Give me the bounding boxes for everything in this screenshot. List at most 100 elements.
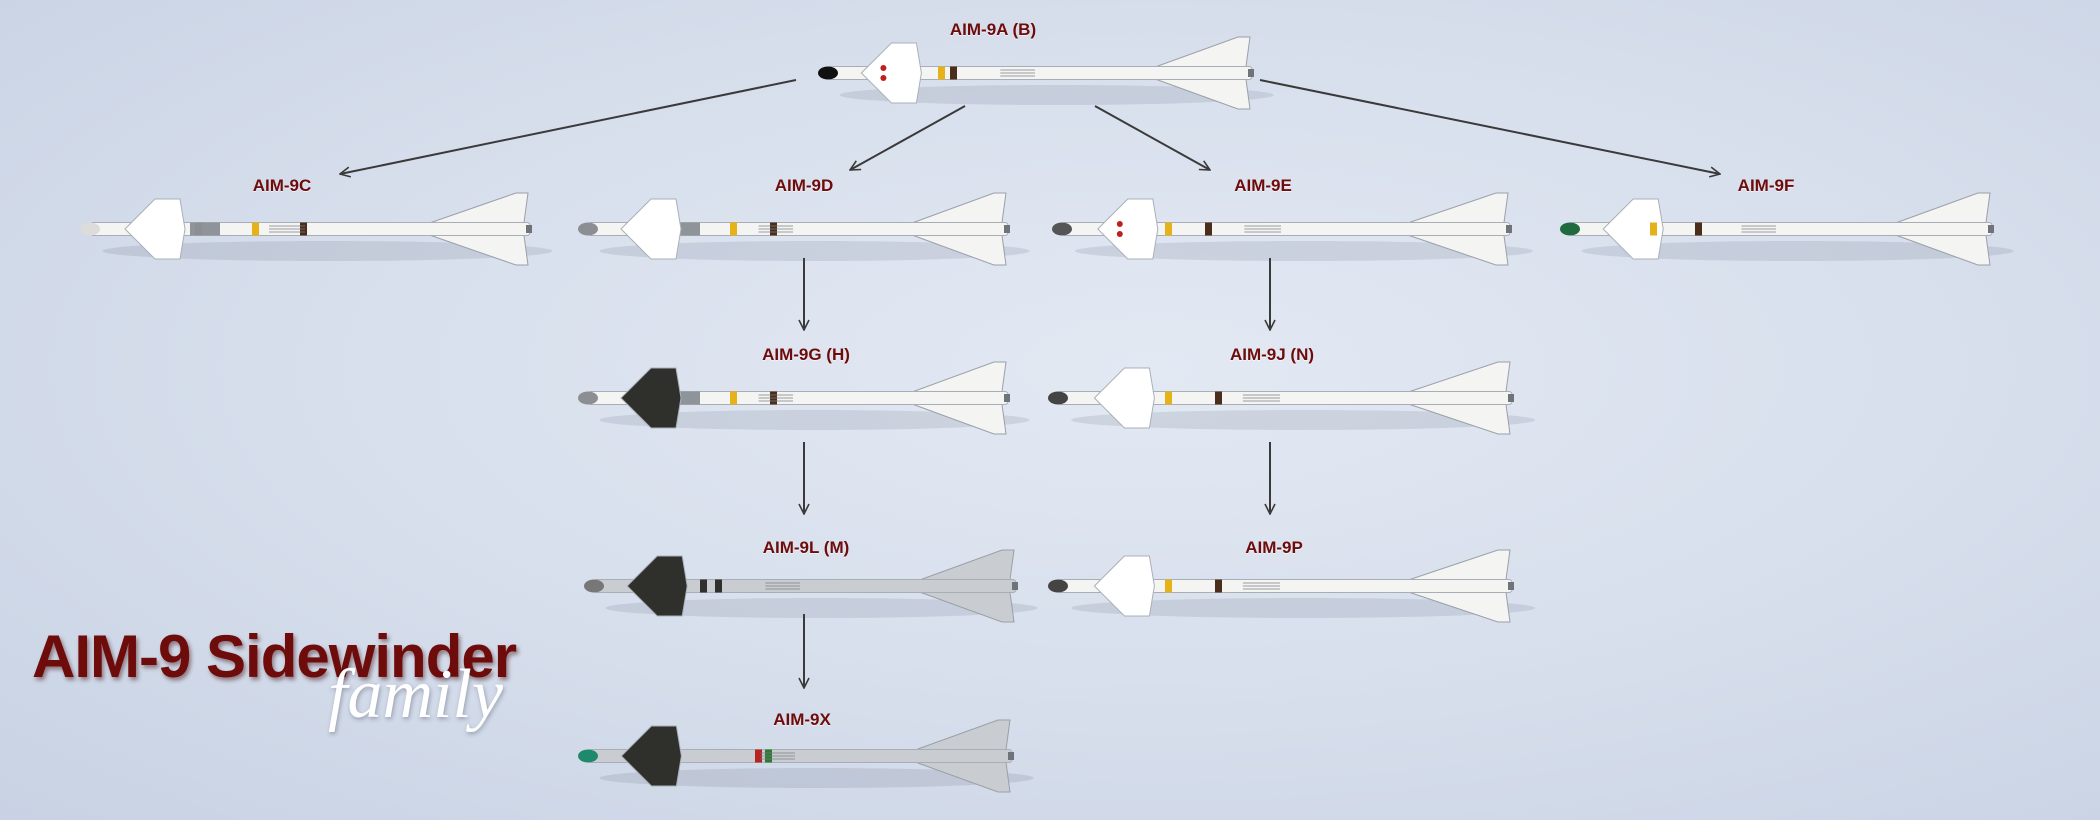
missile-aim-9j-band-1: [1165, 391, 1172, 405]
missile-aim-9p-band-2: [1215, 579, 1222, 593]
missile-aim-9d: [578, 192, 1030, 266]
missile-aim-9l-nozzle: [1012, 582, 1018, 590]
missile-aim-9e-shadow: [1074, 241, 1533, 261]
missile-aim-9x: [578, 719, 1034, 793]
label-aim-9p: AIM-9P: [1245, 538, 1303, 557]
missile-aim-9x-fin-top: [916, 719, 1011, 750]
missile-aim-9d-shadow: [599, 241, 1030, 261]
missile-aim-9f-seeker: [1560, 222, 1580, 236]
missile-aim-9e-seeker: [1052, 222, 1072, 236]
missile-aim-9a-red-mark-top: [880, 65, 887, 71]
missile-aim-9c-shadow: [102, 241, 553, 261]
missile-aim-9p-shadow: [1071, 598, 1536, 618]
lineage-arrows: [340, 79, 1720, 688]
missile-aim-9a: [818, 36, 1274, 110]
label-aim-9d: AIM-9D: [774, 176, 834, 195]
missile-aim-9g-nozzle: [1004, 394, 1010, 402]
label-aim-9a: AIM-9A (B): [949, 20, 1037, 39]
missile-aim-9f-canards: [1602, 198, 1664, 260]
label-aim-9l: AIM-9L (M): [762, 538, 850, 557]
missile-aim-9f-nozzle: [1988, 225, 1994, 233]
diagram-title: AIM-9 Sidewinder: [32, 623, 517, 690]
missile-aim-9f: [1560, 192, 2014, 266]
missile-aim-9c-band-1: [195, 222, 202, 236]
missile-aim-9j-seeker: [1048, 391, 1068, 405]
arrow-9a-to-9e: [1094, 105, 1210, 171]
missile-aim-9d-nozzle: [1004, 225, 1010, 233]
missile-aim-9x-seeker: [578, 749, 598, 763]
missile-aim-9j-band-2: [1215, 391, 1222, 405]
missile-aim-9a-band-1: [938, 66, 945, 80]
label-aim-9j: AIM-9J (N): [1229, 345, 1315, 364]
missile-aim-9c-nozzle: [526, 225, 532, 233]
missile-aim-9d-seeker: [578, 222, 598, 236]
missile-aim-9e-fin-top: [1409, 192, 1509, 223]
arrow-9a-to-9d: [850, 105, 966, 171]
label-aim-9g: AIM-9G (H): [762, 345, 850, 364]
missile-aim-9g-band-1: [730, 391, 737, 405]
missile-aim-9g: [578, 361, 1030, 435]
missile-aim-9c-canards: [124, 198, 186, 260]
missile-aim-9l-shadow: [605, 598, 1038, 618]
missile-aim-9e-band-2: [1205, 222, 1212, 236]
missile-aim-9f-band-1: [1650, 222, 1657, 236]
diagram-subtitle: family: [328, 656, 503, 733]
missile-aim-9j: [1048, 361, 1536, 435]
missiles: [80, 36, 2014, 793]
missile-aim-9j-fin-top: [1409, 361, 1511, 392]
missile-aim-9f-shadow: [1581, 241, 2014, 261]
missile-aim-9d-fin-top: [913, 192, 1007, 223]
missile-aim-9p-fin-top: [1409, 549, 1511, 580]
missile-aim-9x-nozzle: [1008, 752, 1014, 760]
missile-aim-9g-seeker: [578, 391, 598, 405]
missile-aim-9x-shadow: [599, 768, 1034, 788]
missile-aim-9a-fin-top: [1156, 36, 1251, 67]
missile-aim-9e-red-mark-top: [1116, 221, 1123, 227]
arrow-9a-to-9c: [340, 79, 797, 174]
missile-aim-9a-seeker: [818, 66, 838, 80]
missile-aim-9j-canards: [1093, 367, 1155, 429]
label-aim-9f: AIM-9F: [1737, 176, 1795, 195]
missile-aim-9c-grey-section: [190, 222, 220, 236]
arrow-9a-to-9f: [1259, 79, 1720, 174]
missile-aim-9l-canards: [626, 555, 688, 617]
missile-aim-9a-canards: [860, 42, 922, 104]
missile-aim-9g-fin-top: [913, 361, 1007, 392]
missile-aim-9e: [1052, 192, 1533, 266]
missile-aim-9l: [584, 549, 1038, 623]
missile-aim-9e-nozzle: [1506, 225, 1512, 233]
missile-aim-9a-nozzle: [1248, 69, 1254, 77]
missile-aim-9j-shadow: [1071, 410, 1536, 430]
missile-aim-9l-seeker: [584, 579, 604, 593]
missile-aim-9g-canards: [620, 367, 682, 429]
missile-aim-9e-red-mark-bottom: [1116, 231, 1123, 237]
label-aim-9e: AIM-9E: [1234, 176, 1292, 195]
missile-aim-9l-band-2: [715, 579, 722, 593]
missile-aim-9f-fin-top: [1896, 192, 1991, 223]
missile-aim-9a-band-2: [950, 66, 957, 80]
missile-aim-9p: [1048, 549, 1536, 623]
missile-aim-9e-canards: [1097, 198, 1159, 260]
missile-aim-9g-shadow: [599, 410, 1030, 430]
missile-aim-9j-nozzle: [1508, 394, 1514, 402]
missile-aim-9e-band-1: [1165, 222, 1172, 236]
missile-aim-9p-nozzle: [1508, 582, 1514, 590]
label-aim-9c: AIM-9C: [252, 176, 312, 195]
missile-aim-9p-seeker: [1048, 579, 1068, 593]
missile-aim-9c-seeker: [80, 222, 100, 236]
label-aim-9x: AIM-9X: [773, 710, 831, 729]
missile-aim-9a-shadow: [839, 85, 1274, 105]
missile-aim-9l-fin-top: [920, 549, 1015, 580]
missile-aim-9f-band-2: [1695, 222, 1702, 236]
missile-aim-9a-red-mark-bottom: [880, 75, 887, 81]
missile-aim-9c-band-2: [252, 222, 259, 236]
missile-aim-9l-band-1: [700, 579, 707, 593]
missile-aim-9d-band-1: [730, 222, 737, 236]
missile-aim-9x-canards: [620, 725, 682, 787]
missile-aim-9c: [80, 192, 553, 266]
missile-aim-9d-canards: [620, 198, 682, 260]
missile-aim-9p-band-1: [1165, 579, 1172, 593]
missile-aim-9c-fin-top: [430, 192, 529, 223]
missile-aim-9p-canards: [1093, 555, 1155, 617]
